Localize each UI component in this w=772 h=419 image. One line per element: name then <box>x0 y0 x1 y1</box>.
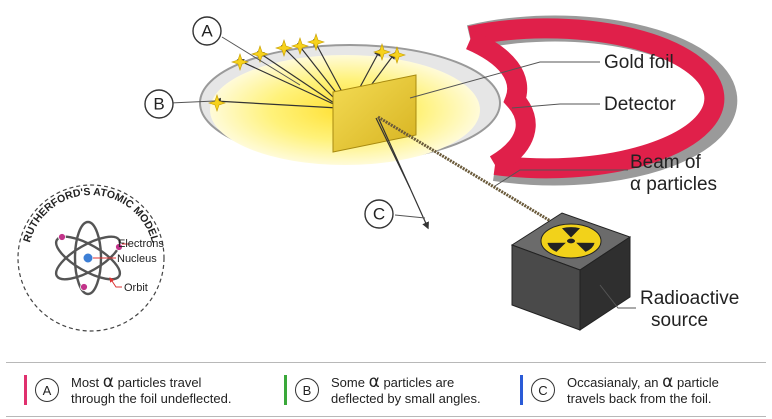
orbit-label: Orbit <box>124 282 148 294</box>
gold-foil <box>332 74 417 153</box>
legend-bottom-rule <box>6 416 766 417</box>
legend-item-a: A Most α particles travel through the fo… <box>24 372 231 408</box>
legend-letter-c: C <box>531 378 555 402</box>
legend-bar-a <box>24 375 27 405</box>
backscatter-ray-2 <box>375 117 411 189</box>
legend: A Most α particles travel through the fo… <box>0 360 772 419</box>
atom-orbits <box>54 220 122 296</box>
callout-b: B <box>144 89 174 119</box>
source-label-line2: source <box>651 310 708 331</box>
beam-label-line2: α particles <box>630 174 717 195</box>
leader-lines <box>169 36 636 309</box>
rutherford-diagram: Gold foil Detector Beam of α particles R… <box>17 15 739 332</box>
beam-label-line1: Beam of <box>630 152 701 173</box>
detector-label: Detector <box>604 94 676 115</box>
electrons-label: Electrons <box>118 238 164 250</box>
legend-bar-c <box>520 375 523 405</box>
source-label-line1: Radioactive <box>640 288 739 309</box>
gold-foil-label: Gold foil <box>604 52 674 73</box>
atomic-model-inset: RUTHERFORD'S ATOMIC MODEL Electrons Nucl… <box>17 184 165 332</box>
legend-text-b: Some α particles are deflected by small … <box>331 371 481 406</box>
nucleus-icon <box>82 252 94 264</box>
svg-text:B: B <box>153 95 164 114</box>
radioactive-source <box>510 212 632 331</box>
legend-text-c: Occasianaly, an α particle travels back … <box>567 371 719 406</box>
electron-icons <box>58 233 123 291</box>
svg-text:C: C <box>373 205 385 224</box>
nucleus-label: Nucleus <box>117 253 157 265</box>
legend-item-c: C Occasianaly, an α particle travels bac… <box>520 372 719 408</box>
callout-c: C <box>364 199 394 229</box>
legend-letter-a: A <box>35 378 59 402</box>
legend-top-rule <box>6 362 766 363</box>
legend-item-b: B Some α particles are deflected by smal… <box>284 372 481 408</box>
svg-text:A: A <box>201 22 213 41</box>
callout-a: A <box>192 16 222 46</box>
legend-bar-b <box>284 375 287 405</box>
detector-flashes <box>208 33 406 112</box>
legend-letter-b: B <box>295 378 319 402</box>
legend-text-a: Most α particles travel through the foil… <box>71 371 232 406</box>
